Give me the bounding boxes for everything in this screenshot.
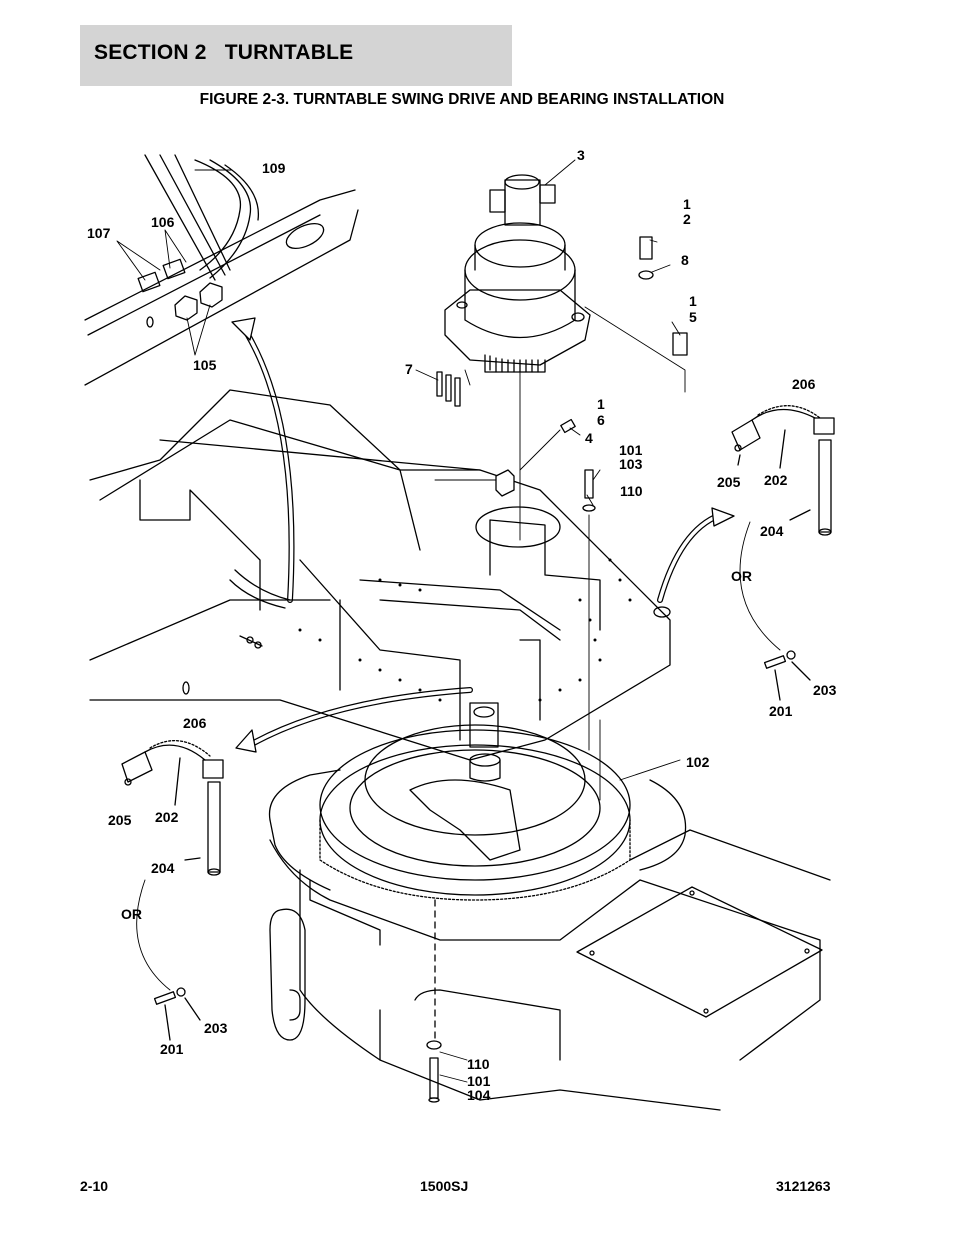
lock-pin-assembly-right — [731, 405, 835, 701]
callout-203: 203 — [204, 1020, 228, 1036]
callout-203: 203 — [813, 682, 837, 698]
callout-202: 202 — [764, 472, 788, 488]
callout-102: 102 — [686, 754, 710, 770]
callout-101: 101 — [619, 442, 643, 458]
callout-204: 204 — [760, 523, 784, 539]
lock-pin-assembly-left — [121, 740, 224, 1041]
callout-110: 110 — [620, 483, 643, 499]
manual-part-number: 3121263 — [776, 1178, 831, 1194]
arrow-paths — [231, 317, 735, 753]
callout-110: 110 — [467, 1056, 490, 1072]
callout-202: 202 — [155, 809, 179, 825]
callout-104: 104 — [467, 1087, 491, 1103]
callout-4: 4 — [585, 430, 593, 446]
hydraulic-line-bracket — [84, 154, 359, 386]
base-frame — [269, 829, 831, 1111]
callout-206: 206 — [792, 376, 816, 392]
callout-1: 1 — [689, 293, 697, 309]
callout-105: 105 — [193, 357, 217, 373]
callout-101: 101 — [467, 1073, 491, 1089]
hardware-bolts — [560, 236, 688, 512]
leader-lines — [116, 159, 686, 1083]
callout-205: 205 — [717, 474, 741, 490]
callout-201: 201 — [160, 1041, 184, 1057]
frame-bolt-holes — [298, 558, 632, 702]
callout-2: 2 — [683, 211, 691, 227]
callout-or: OR — [121, 906, 142, 922]
callout-1: 1 — [597, 396, 605, 412]
page-number: 2-10 — [80, 1178, 109, 1194]
callout-7: 7 — [405, 361, 413, 377]
callout-106: 106 — [151, 214, 175, 230]
turntable-frame — [89, 389, 671, 761]
callout-205: 205 — [108, 812, 132, 828]
callout-or: OR — [731, 568, 752, 584]
shims — [436, 371, 461, 407]
callout-206: 206 — [183, 715, 207, 731]
section-title: SECTION 2 TURNTABLE — [94, 41, 354, 64]
callout-103: 103 — [619, 456, 643, 472]
swing-drive-motor — [444, 174, 591, 373]
callout-109: 109 — [262, 160, 286, 176]
model-name: 1500SJ — [420, 1178, 469, 1194]
callout-5: 5 — [689, 309, 697, 325]
figure-title: FIGURE 2-3. TURNTABLE SWING DRIVE AND BE… — [199, 91, 725, 108]
callout-1: 1 — [683, 196, 691, 212]
callout-201: 201 — [769, 703, 793, 719]
section-header: SECTION 2 TURNTABLE — [80, 25, 512, 86]
callout-204: 204 — [151, 860, 175, 876]
callout-3: 3 — [577, 147, 585, 163]
callout-107: 107 — [87, 225, 111, 241]
swing-bearing — [268, 724, 687, 901]
callout-6: 6 — [597, 412, 605, 428]
callout-8: 8 — [681, 252, 689, 268]
